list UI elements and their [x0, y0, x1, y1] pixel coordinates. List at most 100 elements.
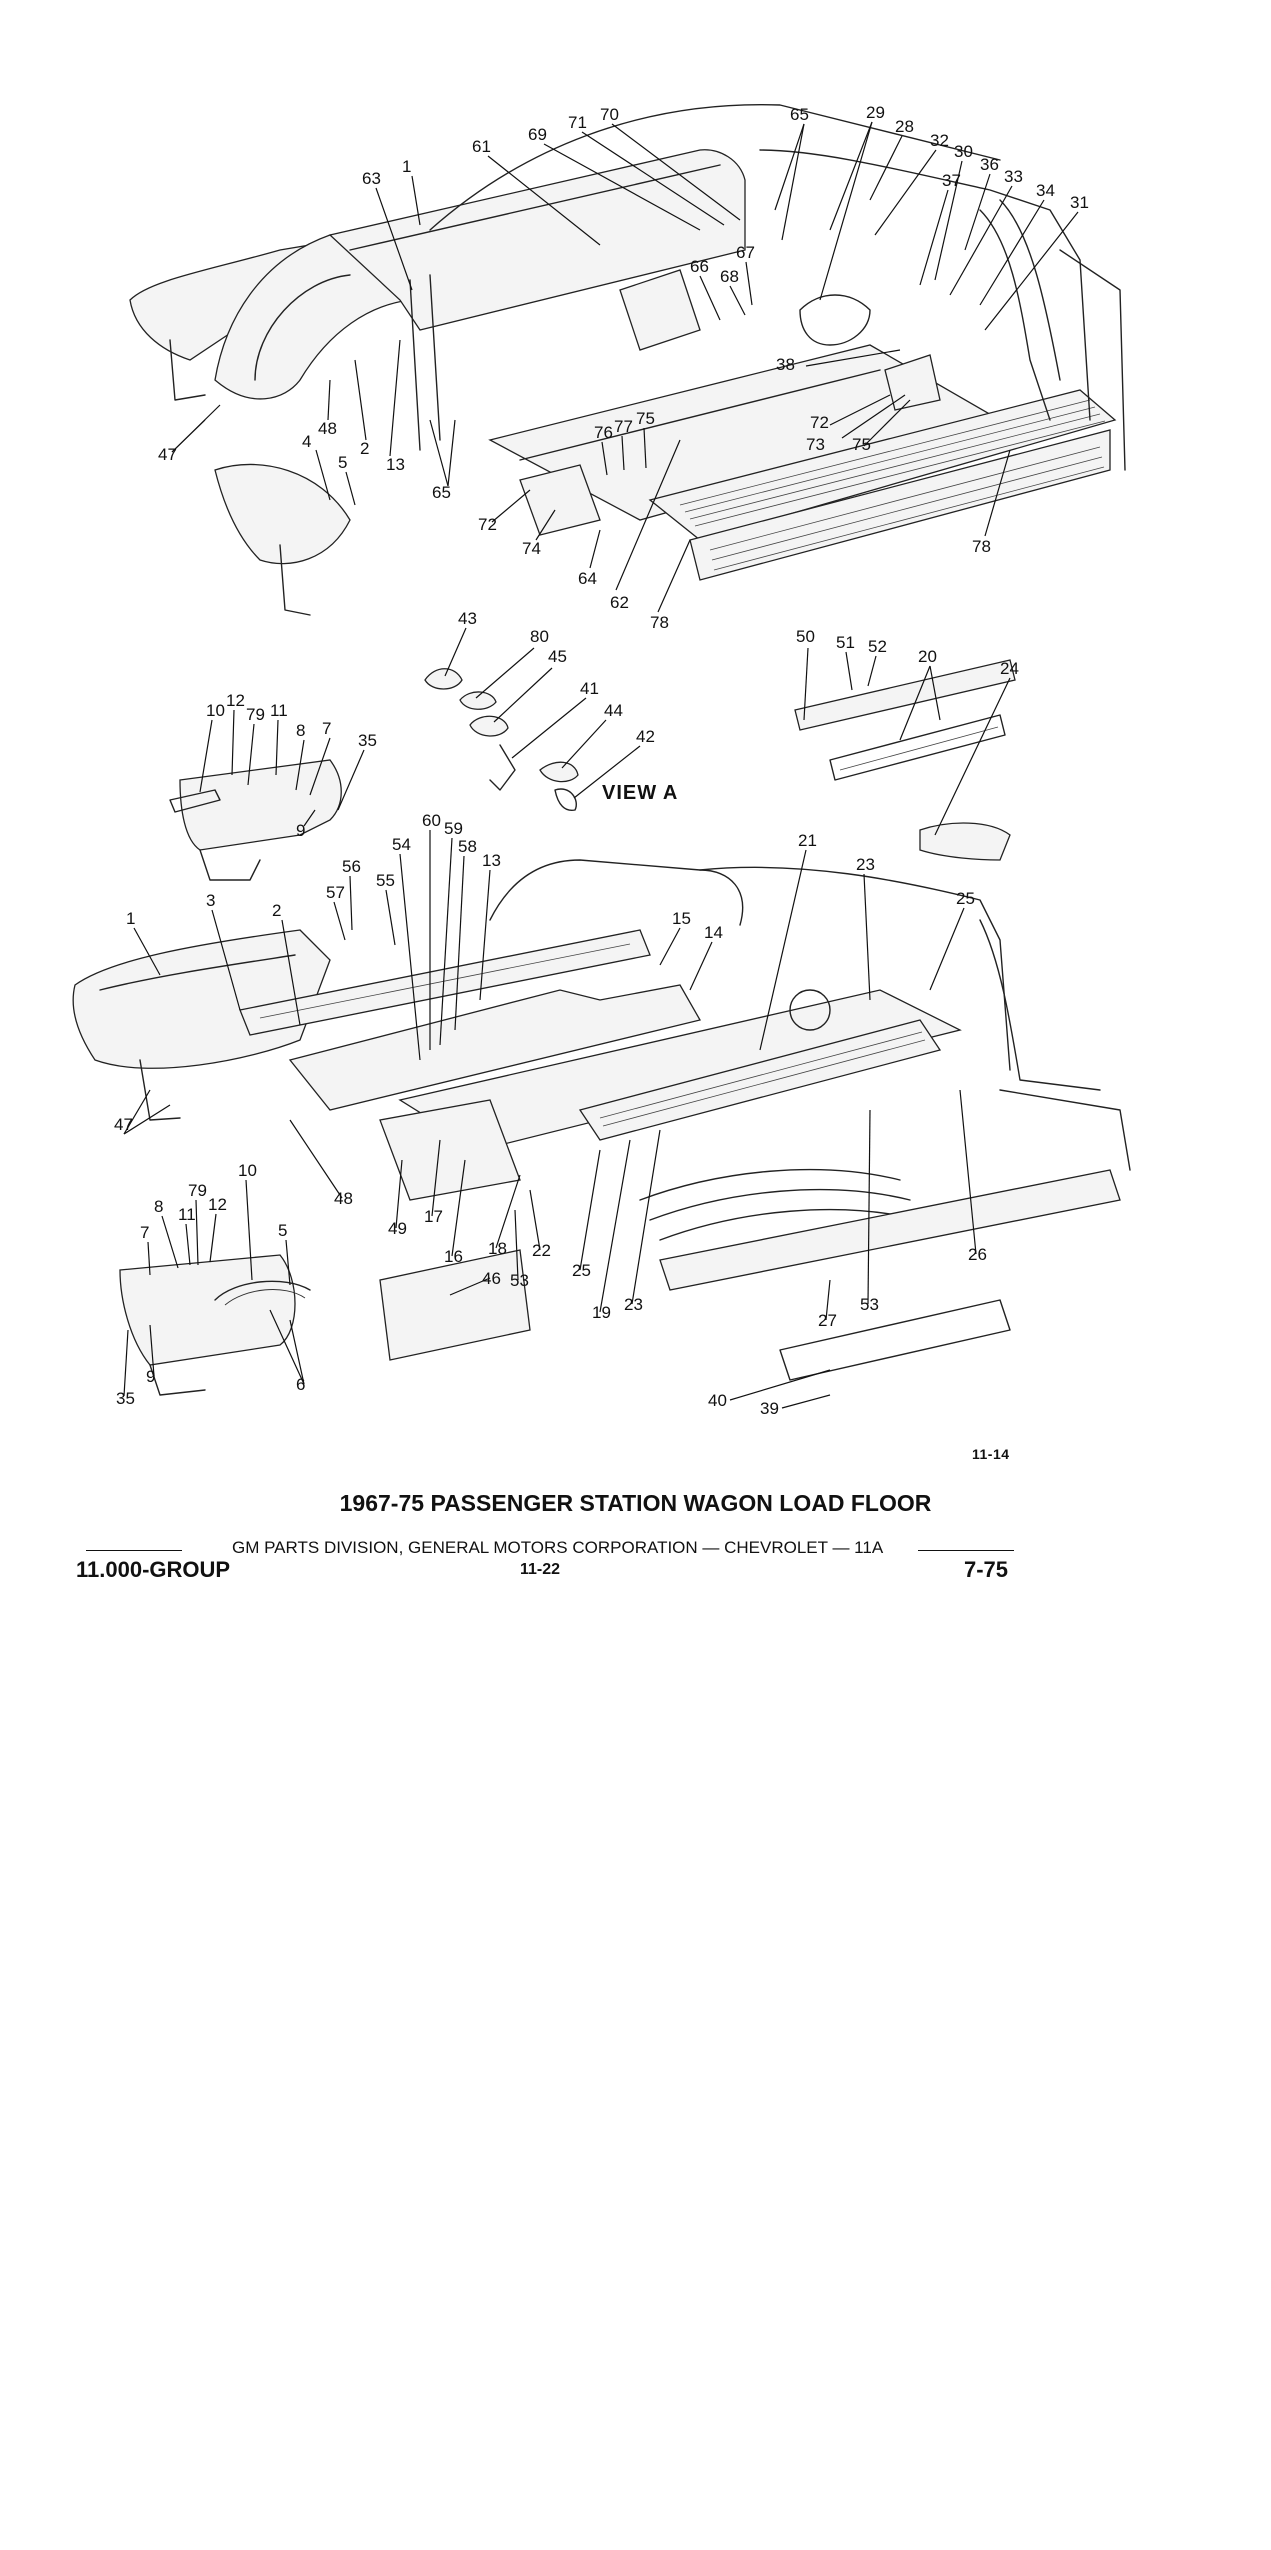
callout-label: 13	[482, 851, 501, 870]
callout-label: 76	[594, 423, 613, 442]
callout-label: 69	[528, 125, 547, 144]
callout-label: 66	[690, 257, 709, 276]
callout-label: 19	[592, 1303, 611, 1322]
callout-label: 8	[296, 721, 305, 740]
callout-label: 25	[572, 1261, 591, 1280]
callout-label: 1	[126, 909, 135, 928]
callout-label: 38	[776, 355, 795, 374]
callout-label: 53	[860, 1295, 879, 1314]
callout-label: 48	[318, 419, 337, 438]
callout-label: 9	[296, 821, 305, 840]
callout-label: 13	[386, 455, 405, 474]
hinge-detail-top-art	[169, 759, 342, 881]
callout-label: 45	[548, 647, 567, 666]
page-title: 1967-75 PASSENGER STATION WAGON LOAD FLO…	[339, 1490, 932, 1516]
lower-assembly-art	[72, 859, 1131, 1381]
callout-label: 21	[798, 831, 817, 850]
callout-label: 36	[980, 155, 999, 174]
callout-label: 77	[614, 417, 633, 436]
callout-label: 14	[704, 923, 723, 942]
callout-label: 17	[424, 1207, 443, 1226]
callout-label: 29	[866, 103, 885, 122]
callout-label: 7	[140, 1223, 149, 1242]
callout-label: 2	[272, 901, 281, 920]
callout-label: 47	[114, 1115, 133, 1134]
callout-label: 15	[672, 909, 691, 928]
footer-group: 11.000-GROUP	[76, 1557, 231, 1582]
callout-label: 65	[432, 483, 451, 502]
callout-label: 2	[360, 439, 369, 458]
callout-label: 11	[178, 1205, 196, 1224]
callout-label: 35	[116, 1389, 135, 1408]
callout-label: 57	[326, 883, 345, 902]
callout-label: 75	[852, 435, 871, 454]
callout-label: 58	[458, 837, 477, 856]
callout-label: 26	[968, 1245, 987, 1264]
callout-label: 71	[568, 113, 587, 132]
upper-assembly-art	[129, 103, 1126, 616]
callout-label: 33	[1004, 167, 1023, 186]
callout-label: 12	[208, 1195, 227, 1214]
callout-label: 25	[956, 889, 975, 908]
callout-label: 44	[604, 701, 623, 720]
callout-label: 12	[226, 691, 245, 710]
callout-label: 8	[154, 1197, 163, 1216]
callout-label: 4	[302, 432, 311, 451]
callout-label: 16	[444, 1247, 463, 1266]
footer-rule-left	[86, 1550, 182, 1551]
callout-label: 60	[422, 811, 441, 830]
callout-label: 28	[895, 117, 914, 136]
callout-label: 67	[736, 243, 755, 262]
view-a-art	[424, 668, 579, 812]
callout-label: 20	[918, 647, 937, 666]
callout-label: 70	[600, 105, 619, 124]
callout-label: 75	[636, 409, 655, 428]
callout-label: 64	[578, 569, 597, 588]
footer-date: 7-75	[964, 1557, 1009, 1582]
callout-label: 68	[720, 267, 739, 286]
callout-label: 42	[636, 727, 655, 746]
figure-number: 11-14	[972, 1446, 1010, 1462]
callout-label: 62	[610, 593, 629, 612]
callout-label: 72	[810, 413, 829, 432]
callout-label: 55	[376, 871, 395, 890]
callout-label: 27	[818, 1311, 837, 1330]
callout-label: 32	[930, 131, 949, 150]
callout-label: 49	[388, 1219, 407, 1238]
callout-label: 59	[444, 819, 463, 838]
callout-label: 22	[532, 1241, 551, 1260]
footer-division-line: GM PARTS DIVISION, GENERAL MOTORS CORPOR…	[232, 1538, 884, 1557]
hinge-detail-bottom-art	[119, 1254, 311, 1396]
callout-label: 78	[650, 613, 669, 632]
callout-label: 78	[972, 537, 991, 556]
callout-label: 10	[238, 1161, 257, 1180]
view-a-label: VIEW A	[602, 782, 679, 804]
callout-label: 11	[270, 701, 288, 720]
callout-label: 1	[402, 157, 411, 176]
callout-label: 30	[954, 142, 973, 161]
callout-label: 48	[334, 1189, 353, 1208]
callout-label: 7	[322, 719, 331, 738]
callout-label: 23	[856, 855, 875, 874]
footer-page-number: 11-22	[520, 1561, 561, 1578]
callout-label: 5	[338, 453, 347, 472]
callout-label: 5	[278, 1221, 287, 1240]
callout-label: 65	[790, 105, 809, 124]
callout-label: 54	[392, 835, 411, 854]
callout-label: 31	[1070, 193, 1089, 212]
callout-label: 50	[796, 627, 815, 646]
callout-label: 40	[708, 1391, 727, 1410]
callout-label: 34	[1036, 181, 1055, 200]
callout-label: 41	[580, 679, 599, 698]
callout-label: 3	[206, 891, 215, 910]
callout-label: 23	[624, 1295, 643, 1314]
callout-label: 39	[760, 1399, 779, 1418]
callout-label: 24	[1000, 659, 1019, 678]
callout-label: 53	[510, 1271, 529, 1290]
callout-label: 72	[478, 515, 497, 534]
callout-label: 43	[458, 609, 477, 628]
leader-lines	[123, 121, 1079, 1409]
callout-label: 35	[358, 731, 377, 750]
callout-label: 9	[146, 1367, 155, 1386]
